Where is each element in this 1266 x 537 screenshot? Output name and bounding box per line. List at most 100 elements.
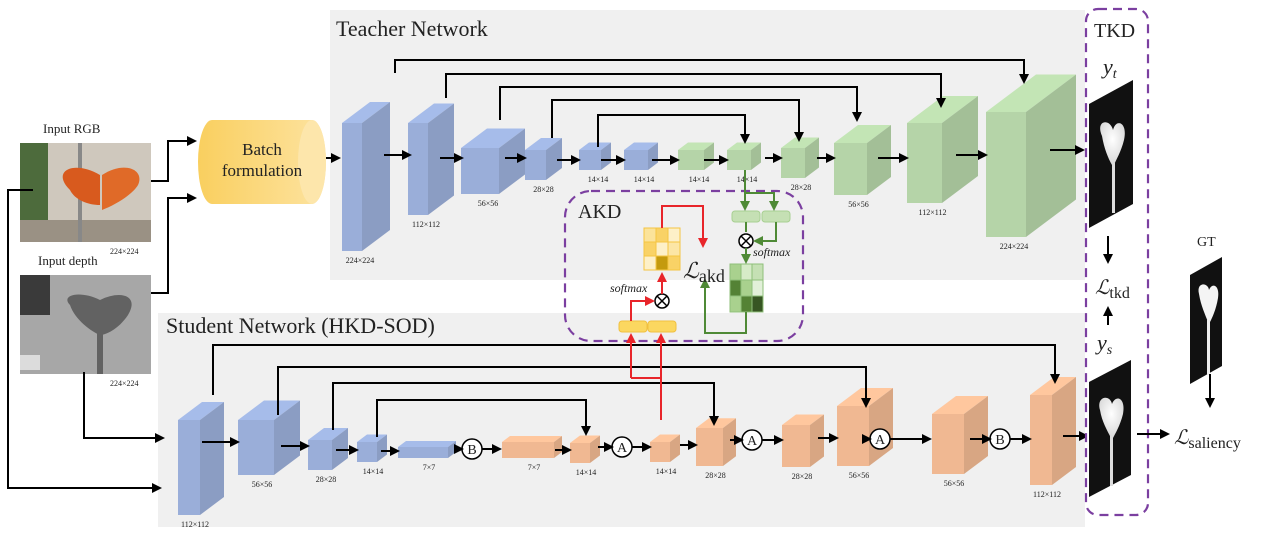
- akd-loss-label: ℒakd: [683, 258, 725, 286]
- student-encoder-block: [398, 441, 456, 458]
- student-softmax-label: softmax: [610, 281, 648, 295]
- green-attention-path: [700, 170, 779, 334]
- student-decoder-size: 14×14: [656, 467, 677, 476]
- student-encoder-size: 7×7: [423, 463, 436, 472]
- module-b-icon: B: [461, 438, 483, 460]
- svg-text:A: A: [875, 433, 886, 448]
- teacher-encoder-size: 14×14: [634, 175, 655, 184]
- svg-text:A: A: [617, 441, 628, 456]
- input-rgb-size: 224×224: [110, 247, 139, 256]
- teacher-title: Teacher Network: [336, 16, 488, 41]
- teacher-decoder-block: [907, 96, 978, 203]
- teacher-decoder-size: 112×112: [919, 208, 947, 217]
- student-query-key-features: [618, 320, 677, 333]
- student-multiply-icon: [654, 293, 670, 309]
- svg-text:B: B: [467, 443, 476, 458]
- teacher-attention-map: [729, 263, 764, 313]
- teacher-decoder-size: 56×56: [848, 200, 869, 209]
- student-decoder-size: 56×56: [944, 479, 965, 488]
- module-a-icon: A: [611, 436, 633, 458]
- student-decoder-block: [570, 435, 600, 463]
- student-decoder-size: 14×14: [576, 468, 597, 477]
- teacher-decoder-size: 28×28: [791, 183, 812, 192]
- teacher-encoder-size: 112×112: [412, 220, 440, 229]
- teacher-decoder-size: 14×14: [737, 175, 758, 184]
- svg-text:B: B: [995, 433, 1004, 448]
- student-encoder-size: 14×14: [363, 467, 384, 476]
- tkd-title: TKD: [1094, 20, 1135, 42]
- module-b-icon: B: [989, 428, 1011, 450]
- student-skip-connections: [212, 344, 1060, 437]
- teacher-saliency-map: [1089, 80, 1133, 228]
- teacher-encoder-size: 224×224: [346, 256, 375, 265]
- teacher-encoder-block: [579, 142, 611, 170]
- student-decoder-block: [782, 414, 824, 467]
- student-decoder-block: [696, 418, 736, 466]
- teacher-decoder-block: [781, 137, 819, 178]
- teacher-encoder-size: 28×28: [533, 185, 554, 194]
- teacher-output-label: yt: [1101, 54, 1118, 82]
- batch-label-line2: formulation: [222, 161, 303, 180]
- input-depth-size: 224×224: [110, 379, 139, 388]
- teacher-softmax-label: softmax: [753, 245, 791, 259]
- student-panel: [158, 313, 1085, 527]
- input-rgb-label: Input RGB: [43, 121, 101, 136]
- teacher-decoder-block: [678, 142, 714, 170]
- teacher-encoder-block: [624, 142, 658, 170]
- student-encoder-size: 56×56: [252, 480, 273, 489]
- student-decoder-block: [650, 434, 680, 462]
- teacher-query-key-features: [731, 210, 791, 223]
- student-decoder-size: 28×28: [792, 472, 813, 481]
- teacher-decoder-size: 14×14: [689, 175, 710, 184]
- student-encoder-size: 112×112: [181, 520, 209, 529]
- teacher-encoder-block: [342, 102, 390, 251]
- gt-label: GT: [1197, 235, 1216, 250]
- student-decoder-size: 7×7: [528, 463, 541, 472]
- rgb-to-batch-arrow: [151, 136, 197, 182]
- ground-truth-map: [1190, 257, 1222, 384]
- module-a-icon: A: [869, 428, 891, 450]
- module-a-icon: A: [741, 429, 763, 451]
- teacher-blocks: 224×224 112×112 56×56 28×28 14×14 14×14 14×14 1…: [342, 74, 1085, 265]
- teacher-decoder-block: [727, 142, 761, 170]
- teacher-encoder-size: 14×14: [588, 175, 609, 184]
- teacher-decoder-size: 224×224: [1000, 242, 1029, 251]
- student-encoder-block: [238, 400, 300, 475]
- depth-to-batch-arrow: [151, 193, 197, 294]
- teacher-decoder-block: [834, 125, 891, 195]
- input-depth-label: Input depth: [38, 253, 98, 268]
- akd-region: [563, 189, 805, 343]
- teacher-encoder-block: [525, 138, 562, 180]
- teacher-encoder-block: [408, 103, 454, 215]
- student-encoder-size: 28×28: [316, 475, 337, 484]
- teacher-skip-connections: [394, 59, 1029, 147]
- student-output-label: ys: [1095, 330, 1113, 358]
- teacher-multiply-icon: [738, 233, 754, 249]
- student-encoder-block: [357, 434, 387, 462]
- student-title: Student Network (HKD-SOD): [166, 313, 435, 338]
- student-blocks: 112×112 56×56 28×28 14×14 7×7 7×7 14×14 14×14 28…: [178, 377, 1089, 529]
- student-decoder-block: [932, 396, 988, 474]
- teacher-encoder-size: 56×56: [478, 199, 499, 208]
- student-attention-map: [643, 227, 681, 271]
- student-decoder-block: [502, 436, 562, 458]
- teacher-decoder-block: [986, 74, 1076, 237]
- input-rgb-image: [20, 143, 151, 242]
- rgb-to-student-arrow: [7, 189, 162, 493]
- teacher-encoder-block: [461, 128, 525, 194]
- student-decoder-block: [1030, 377, 1076, 485]
- batch-formulation-block: [198, 120, 326, 204]
- student-encoder-block: [178, 402, 224, 515]
- student-saliency-map: [1089, 360, 1131, 497]
- student-decoder-size: 56×56: [849, 471, 870, 480]
- tkd-loss-label: ℒtkd: [1095, 277, 1130, 302]
- svg-text:A: A: [747, 434, 758, 449]
- saliency-loss-label: ℒsaliency: [1174, 427, 1241, 452]
- input-depth-image: [20, 275, 151, 374]
- student-decoder-size: 112×112: [1033, 490, 1061, 499]
- red-attention-path: [626, 205, 708, 420]
- student-decoder-size: 28×28: [705, 471, 726, 480]
- akd-title: AKD: [578, 201, 621, 223]
- batch-label-line1: Batch: [242, 140, 282, 159]
